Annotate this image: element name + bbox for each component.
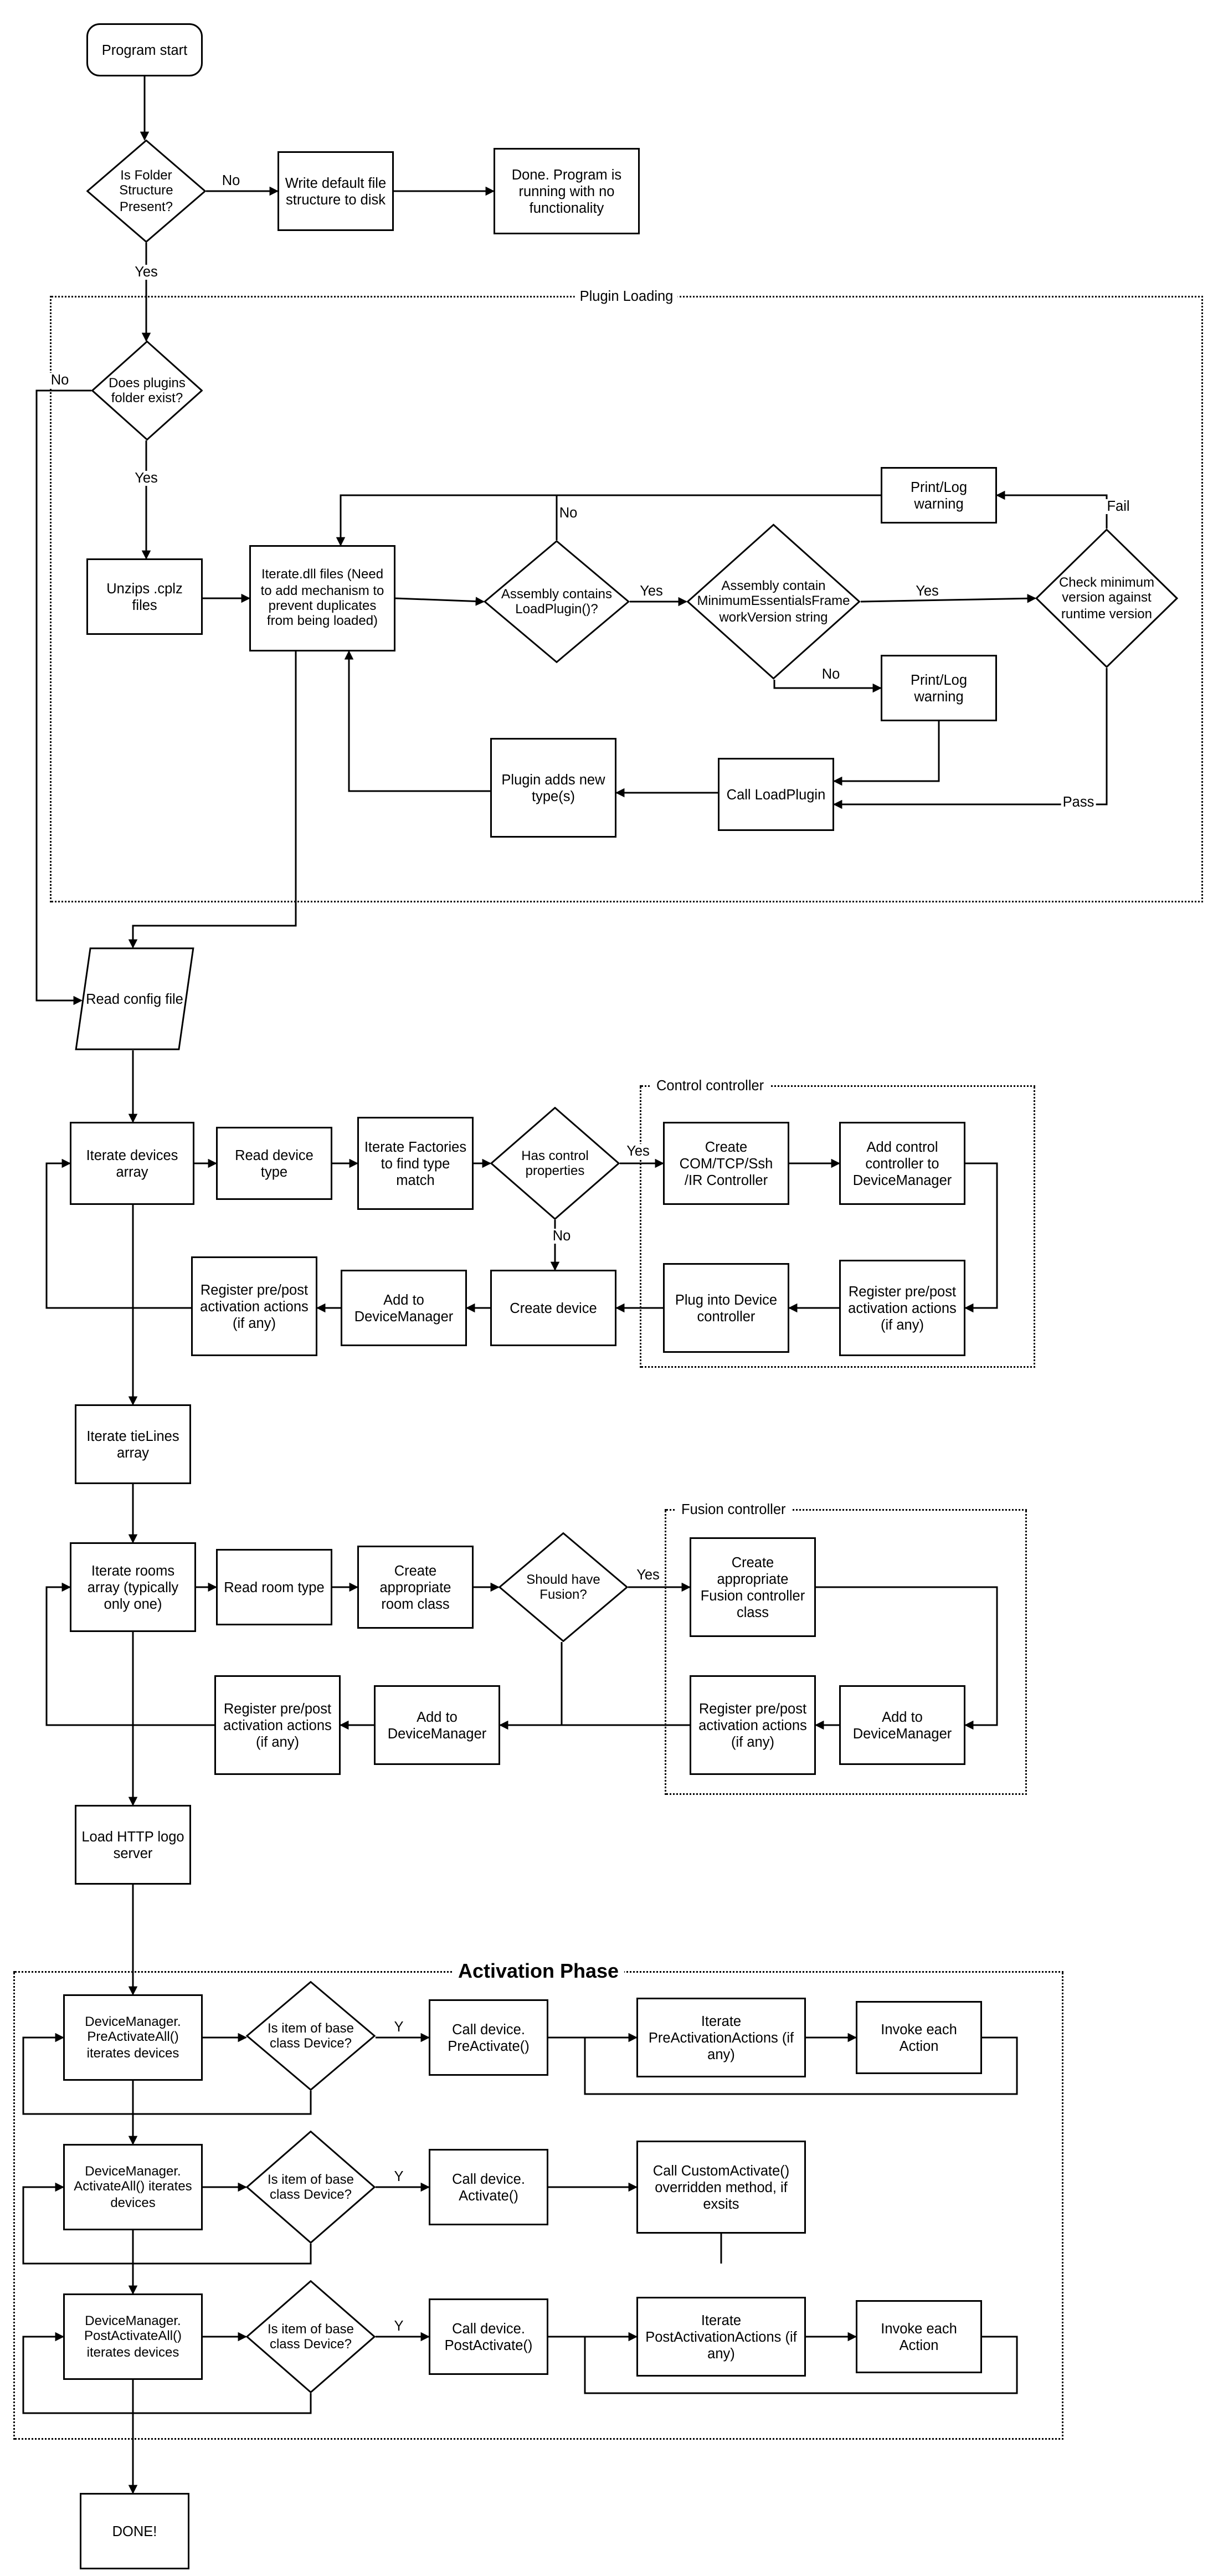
fusion-controller-section: Fusion controller — [665, 1501, 1027, 1795]
node-call-customactivate: Call CustomActivate() overridden method,… — [636, 2141, 806, 2234]
edge-label-fail: Fail — [1105, 497, 1132, 515]
edge-label-yes-minimum: Yes — [914, 582, 941, 600]
node-unzips-cplz: Unzips .cplz files — [86, 558, 203, 635]
node-add-to-devicemanager-fusion: Add to DeviceManager — [839, 1685, 965, 1765]
control-controller-section-title: Control controller — [651, 1077, 769, 1094]
decision-is-item-base-device-3-label: Is item of base class Device? — [267, 2321, 354, 2352]
node-iterate-factories: Iterate Factories to find type match — [357, 1117, 474, 1210]
edge-label-yes-control: Yes — [625, 1142, 651, 1160]
decision-should-have-fusion-label: Should have Fusion? — [526, 1571, 600, 1602]
edge-label-no-assembly: No — [557, 504, 579, 522]
activation-phase-section-title: Activation Phase — [453, 1959, 624, 1983]
decision-is-item-base-device-3: Is item of base class Device? — [246, 2280, 376, 2393]
decision-is-item-base-device-2-label: Is item of base class Device? — [267, 2171, 354, 2202]
activation-phase-section: Activation Phase — [13, 1959, 1063, 2440]
fusion-controller-section-title: Fusion controller — [676, 1501, 791, 1517]
io-read-config-file-label: Read config file — [86, 990, 183, 1007]
node-add-to-devicemanager-2: Add to DeviceManager — [374, 1685, 500, 1765]
edge-label-yes-folder: Yes — [133, 263, 160, 281]
decision-has-control-properties-label: Has control properties — [521, 1147, 589, 1178]
plugin-loading-section: Plugin Loading — [50, 288, 1203, 902]
node-done: DONE! — [80, 2493, 189, 2569]
node-program-start: Program start — [86, 23, 203, 76]
node-load-http-logo-server: Load HTTP logo server — [75, 1805, 191, 1885]
node-dm-activateall: DeviceManager. ActivateAll() iterates de… — [63, 2144, 203, 2230]
node-create-fusion-controller: Create appropriate Fusion controller cla… — [690, 1537, 816, 1637]
decision-assembly-contains-loadplugin-label: Assembly contains LoadPlugin()? — [501, 586, 613, 617]
node-invoke-each-action-1: Invoke each Action — [856, 2001, 982, 2074]
node-create-room-class: Create appropriate room class — [357, 1546, 474, 1629]
node-iterate-dll-files: Iterate.dll files (Need to add mechanism… — [249, 545, 395, 651]
decision-folder-structure-present-label: Is Folder Structure Present? — [119, 167, 173, 214]
decision-plugins-folder-exists: Does plugins folder exist? — [91, 341, 203, 440]
node-invoke-each-action-2: Invoke each Action — [856, 2300, 982, 2373]
edge-label-no-plugins: No — [49, 371, 71, 389]
node-iterate-tielines-array: Iterate tieLines array — [75, 1404, 191, 1484]
edge-label-y-3: Y — [392, 2317, 405, 2335]
node-print-log-warning-fail: Print/Log warning — [881, 467, 997, 524]
io-read-config-file: Read config file — [75, 947, 194, 1050]
control-controller-section: Control controller — [640, 1077, 1035, 1368]
node-call-postactivate: Call device. PostActivate() — [429, 2298, 548, 2375]
node-iterate-postactivation-actions: Iterate PostActivationActions (if any) — [636, 2297, 806, 2377]
node-read-room-type: Read room type — [216, 1549, 332, 1625]
edge-label-y-2: Y — [392, 2168, 405, 2185]
decision-is-item-base-device-2: Is item of base class Device? — [246, 2131, 376, 2244]
edge-label-yes-assembly: Yes — [638, 582, 665, 600]
node-call-loadplugin: Call LoadPlugin — [718, 758, 834, 831]
edge-label-no-folder: No — [220, 172, 242, 189]
node-register-prepost-1: Register pre/post activation actions (if… — [191, 1256, 317, 1356]
node-register-prepost-control: Register pre/post activation actions (if… — [839, 1260, 965, 1356]
node-register-prepost-fusion: Register pre/post activation actions (if… — [690, 1675, 816, 1775]
node-iterate-devices-array: Iterate devices array — [70, 1122, 194, 1205]
decision-is-item-base-device-1-label: Is item of base class Device? — [267, 2020, 354, 2051]
node-plugin-adds-types: Plugin adds new type(s) — [490, 738, 616, 838]
plugin-loading-section-title: Plugin Loading — [574, 288, 679, 304]
node-iterate-preactivation-actions: Iterate PreActivationActions (if any) — [636, 1998, 806, 2077]
node-create-com-controller: Create COM/TCP/Ssh /IR Controller — [663, 1122, 789, 1205]
edge-label-no-minimum: No — [820, 665, 842, 683]
edge-label-yes-fusion: Yes — [635, 1566, 661, 1584]
decision-assembly-contains-minimum-version-label: Assembly contain MinimumEssentialsFramew… — [697, 578, 850, 625]
node-call-preactivate: Call device. PreActivate() — [429, 1999, 548, 2076]
decision-has-control-properties: Has control properties — [490, 1107, 620, 1220]
decision-check-minimum-version: Check minimum version against runtime ve… — [1035, 528, 1178, 668]
node-add-control-controller: Add control controller to DeviceManager — [839, 1122, 965, 1205]
decision-folder-structure-present: Is Folder Structure Present? — [86, 140, 206, 243]
node-done-no-functionality: Done. Program is running with no functio… — [494, 148, 640, 234]
edge-label-no-control: No — [551, 1227, 573, 1245]
decision-is-item-base-device-1: Is item of base class Device? — [246, 1981, 376, 2091]
decision-assembly-contains-loadplugin: Assembly contains LoadPlugin()? — [484, 540, 630, 663]
decision-plugins-folder-exists-label: Does plugins folder exist? — [109, 374, 186, 406]
node-read-device-type: Read device type — [216, 1127, 332, 1200]
node-dm-preactivateall: DeviceManager. PreActivateAll() iterates… — [63, 1994, 203, 2081]
node-write-default-structure: Write default file structure to disk — [277, 151, 394, 231]
decision-assembly-contains-minimum-version: Assembly contain MinimumEssentialsFramew… — [686, 524, 861, 680]
edge-label-pass: Pass — [1061, 793, 1096, 811]
decision-should-have-fusion: Should have Fusion? — [498, 1532, 628, 1642]
edge-label-yes-plugins: Yes — [133, 469, 160, 487]
node-dm-postactivateall: DeviceManager. PostActivateAll() iterate… — [63, 2293, 203, 2380]
node-print-log-warning-no: Print/Log warning — [881, 655, 997, 721]
node-iterate-rooms-array: Iterate rooms array (typically only one) — [70, 1542, 196, 1632]
edge-label-y-1: Y — [392, 2018, 405, 2036]
node-register-prepost-2: Register pre/post activation actions (if… — [214, 1675, 341, 1775]
decision-check-minimum-version-label: Check minimum version against runtime ve… — [1058, 574, 1154, 622]
node-call-activate: Call device. Activate() — [429, 2149, 548, 2225]
node-add-to-devicemanager-1: Add to DeviceManager — [341, 1270, 467, 1346]
node-create-device: Create device — [490, 1270, 616, 1346]
node-plug-into-device-controller: Plug into Device controller — [663, 1263, 789, 1353]
